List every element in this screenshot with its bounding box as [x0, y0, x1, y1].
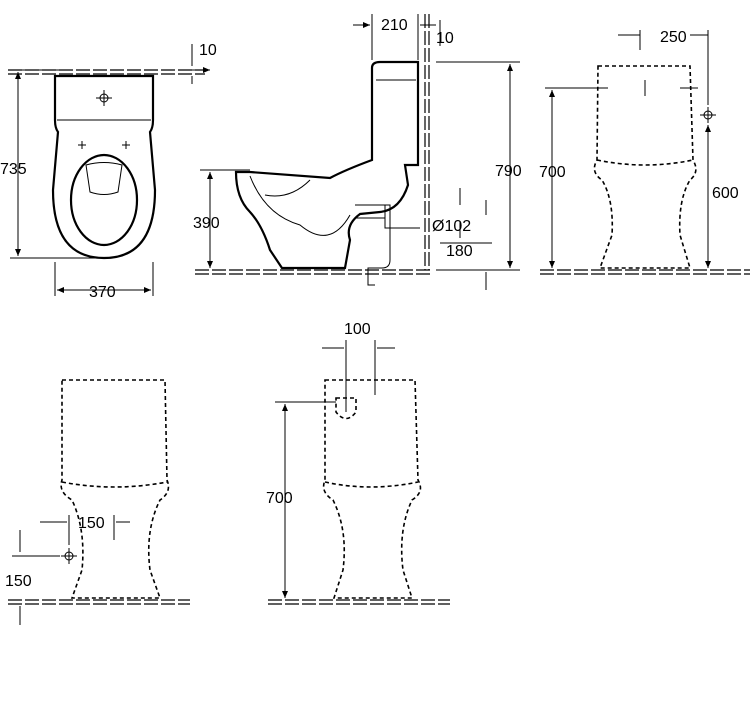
- tank-bottom: [324, 481, 419, 488]
- ext-lines: [10, 69, 100, 259]
- dim-label-790: 790: [495, 163, 522, 180]
- dim-lines: [275, 340, 395, 412]
- dim-label-10-side: 10: [436, 30, 454, 47]
- inlet-marks: [590, 80, 698, 96]
- toilet-outline-rear-middle: [322, 379, 422, 599]
- floor-line: [268, 599, 450, 605]
- dim-label-735: 735: [0, 161, 27, 178]
- crosshair: [96, 90, 112, 106]
- dim-label-210: 210: [381, 17, 408, 34]
- wall-line: [8, 69, 205, 75]
- rear-view-middle: 100 700: [266, 321, 450, 605]
- ext-lines: [54, 262, 154, 296]
- hinge-marks: [78, 141, 130, 149]
- top-view: 735 370 10: [0, 42, 217, 301]
- tank-bottom: [596, 159, 694, 166]
- dim-label-390: 390: [193, 215, 220, 232]
- dim-label-370: 370: [89, 284, 116, 301]
- dim-label-100: 100: [344, 321, 371, 338]
- dim-250-lines: [618, 30, 709, 105]
- dim-label-d102: Ø102: [432, 218, 471, 235]
- seat-outline: [69, 153, 139, 247]
- dim-label-700-rear: 700: [266, 490, 293, 507]
- outlet-pipe: [355, 204, 420, 286]
- ext-lines: [436, 61, 520, 271]
- dim-10: [185, 44, 210, 84]
- floor-line: [540, 269, 750, 275]
- inlet-recess: [335, 397, 357, 420]
- dim-label-150-h: 150: [78, 515, 105, 532]
- dim-label-700-front: 700: [539, 164, 566, 181]
- toilet-outline-front: [593, 65, 697, 269]
- tank-bottom: [61, 481, 168, 488]
- ext-lines: [353, 14, 436, 60]
- bowl-inner: [249, 79, 416, 236]
- side-view: 210 10 790 390 Ø102 180: [193, 14, 522, 290]
- toilet-outline-side: [234, 60, 420, 270]
- dim-label-10-top: 10: [199, 42, 217, 59]
- front-view: 250 700 600: [539, 29, 750, 275]
- crosshair: [700, 107, 716, 123]
- toilet-outline-top: [51, 74, 157, 260]
- dim-label-250: 250: [660, 29, 687, 46]
- rear-view-left: 150 150: [5, 379, 190, 625]
- wall-line: [424, 14, 430, 270]
- seat-lid: [85, 162, 123, 195]
- dim-label-600: 600: [712, 185, 739, 202]
- dim-lines: [440, 188, 492, 290]
- dim-label-150-v: 150: [5, 573, 32, 590]
- dim-label-180: 180: [446, 243, 473, 260]
- floor-line: [8, 599, 190, 605]
- toilet-outline-rear-left: [60, 379, 170, 599]
- dim-150-lines: [12, 515, 130, 564]
- floor-line: [195, 269, 432, 275]
